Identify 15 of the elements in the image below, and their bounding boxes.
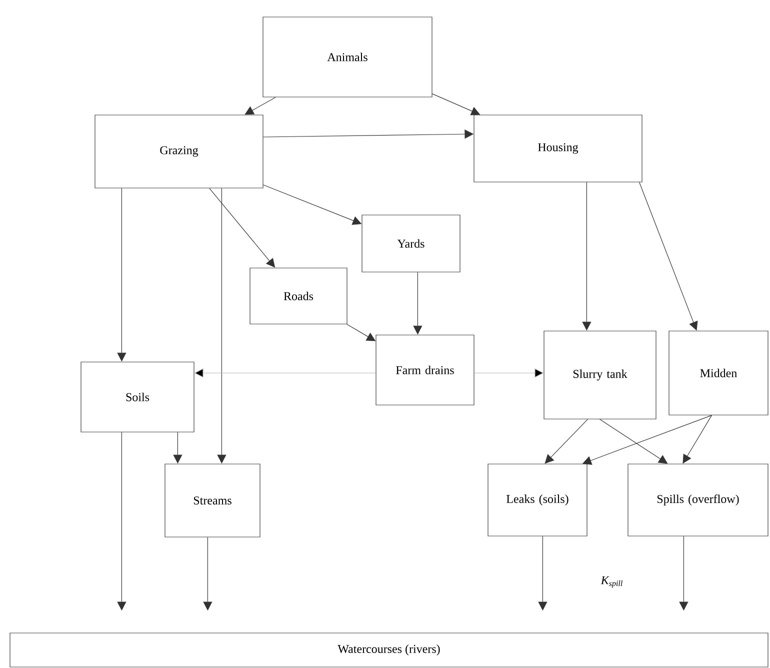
process-box: Midden <box>668 330 768 416</box>
process-box: Streams <box>164 464 260 538</box>
process-box: Roads <box>250 268 348 324</box>
symbol-label: K$_{spill}$ <box>600 576 622 588</box>
process-box: Spills (overflow) <box>628 464 768 536</box>
process-box: Yards <box>362 214 460 272</box>
process-box: Animals <box>262 16 432 98</box>
process-box: Farm drains <box>376 334 474 406</box>
process-box: Soils <box>80 362 194 432</box>
process-box: Watercourses (rivers) <box>10 632 768 668</box>
process-box: Leaks (soils) <box>488 464 588 536</box>
arrow <box>244 97 276 115</box>
process-box: Slurry tank <box>544 330 656 420</box>
process-box: Housing <box>474 114 642 182</box>
process-box: Grazing <box>94 114 264 188</box>
